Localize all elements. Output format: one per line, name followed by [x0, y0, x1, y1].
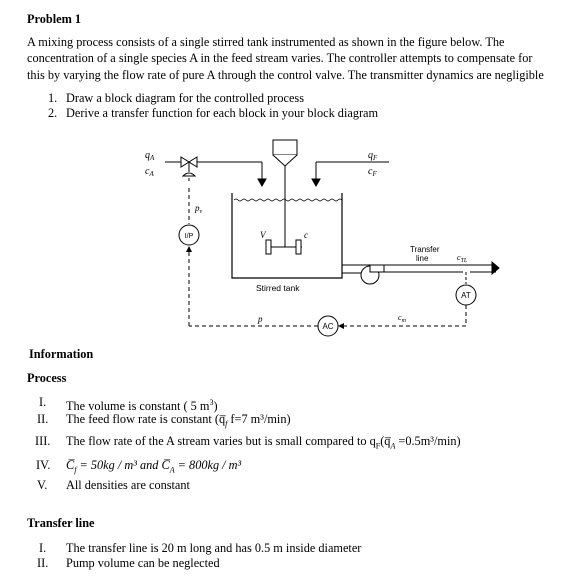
cm-label: cm [398, 313, 407, 324]
process-heading: Process [27, 371, 67, 385]
ca-label: cA [145, 166, 154, 178]
pv-label: pv [194, 203, 203, 215]
ip-arrow [186, 246, 192, 252]
transfer-line [384, 260, 500, 276]
impeller [265, 239, 302, 255]
transfer-item-1-number: I. [39, 541, 47, 555]
ctl-label: cTL [457, 253, 468, 264]
process-diagram: qA cA pv I/P V c Stirred tank qF cF [145, 139, 500, 337]
liquid-surface [233, 198, 343, 202]
task-2-number: 2. [48, 106, 58, 120]
problem-intro: A mixing process consists of a single st… [27, 35, 544, 82]
tank-volume-label: V [260, 230, 267, 240]
transfer-line-label-2: line [416, 254, 429, 263]
stirred-tank-label: Stirred tank [256, 283, 300, 293]
info-item-3-number: III. [35, 434, 51, 448]
tank-concentration-label: c [304, 230, 308, 240]
ip-transducer [178, 224, 200, 246]
transfer-item-2-number: II. [37, 556, 49, 570]
task-2-text: Derive a transfer function for each bloc… [66, 106, 379, 120]
measurement-signal [344, 305, 467, 327]
cf-label: cF [368, 166, 377, 178]
information-heading: Information [29, 347, 94, 361]
transfer-line-label-1: Transfer [410, 245, 440, 254]
a-stream-pipe [165, 161, 267, 188]
ac-label: AC [322, 322, 333, 331]
p-label: p [257, 314, 263, 324]
ip-label: I/P [185, 233, 194, 240]
at-label: AT [461, 291, 471, 300]
qa-label: qA [145, 150, 155, 162]
info-item-4-number: IV. [36, 458, 51, 472]
transfer-item-2-text: Pump volume can be neglected [66, 556, 220, 570]
stirred-tank [231, 193, 343, 279]
info-item-2-number: II. [37, 412, 49, 426]
task-1-text: Draw a block diagram for the controlled … [66, 91, 304, 105]
pump [360, 264, 385, 285]
measurement-arrow [338, 323, 344, 329]
problem-title: Problem 1 [27, 12, 82, 26]
info-item-1-number: I. [39, 395, 47, 409]
info-item-1-text: The volume is constant ( 5 m3) [66, 398, 218, 414]
mixer-motor [272, 139, 298, 156]
info-item-3-text: The flow rate of the A stream varies but… [66, 434, 461, 451]
info-item-5-number: V. [37, 478, 48, 492]
qf-label: qF [368, 150, 378, 162]
info-item-2-text: The feed flow rate is constant (q̅f f=7 … [66, 412, 291, 429]
control-valve [180, 156, 198, 177]
transfer-line-heading: Transfer line [27, 516, 95, 530]
feed-pipe [311, 161, 389, 188]
info-item-4-text: C̅f = 50kg / m³ and C̅A = 800kg / m³ [66, 458, 242, 475]
task-1-number: 1. [48, 91, 58, 105]
transfer-item-1-text: The transfer line is 20 m long and has 0… [66, 541, 362, 555]
info-item-5-text: All densities are constant [66, 478, 190, 492]
